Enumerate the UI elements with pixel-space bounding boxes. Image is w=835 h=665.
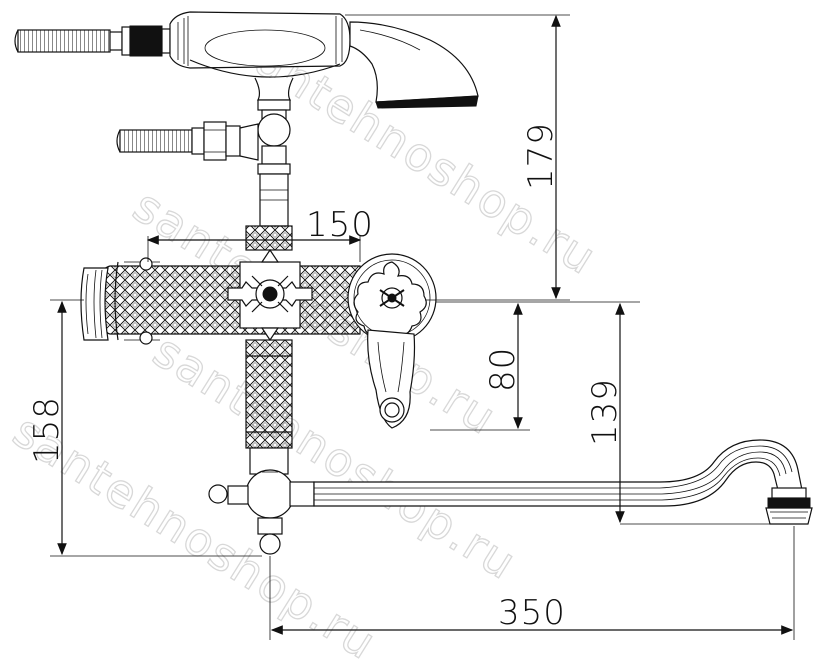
- spout-junction: [208, 447, 315, 555]
- dimension-lines: [50, 14, 808, 640]
- dim-label-139: 139: [585, 378, 625, 446]
- dimension-labels: 150 179 80 139 158 350: [27, 122, 625, 633]
- side-hose: [116, 121, 259, 161]
- dim-label-158: 158: [27, 396, 67, 464]
- dim-label-150: 150: [306, 205, 374, 245]
- watermark-group: santehnoshop.ru santehnoshop.ru santehno…: [4, 18, 608, 665]
- riser-column: [257, 99, 291, 227]
- shower-handset: [14, 11, 479, 109]
- dim-label-179: 179: [521, 122, 561, 190]
- dim-label-350: 350: [498, 593, 566, 633]
- mixer-body: [80, 225, 437, 449]
- spout: [313, 439, 813, 525]
- dim-label-80: 80: [483, 347, 523, 392]
